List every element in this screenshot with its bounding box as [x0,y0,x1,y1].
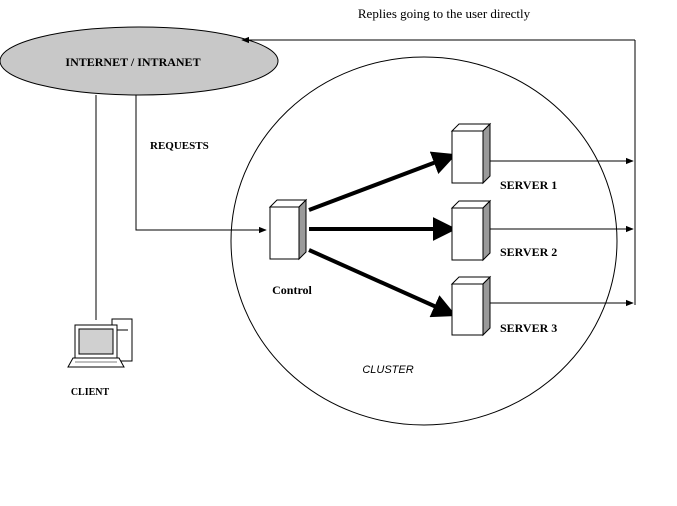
server-3: SERVER 3 [450,275,634,337]
dispatch-arrow-server-3 [308,248,457,318]
desktop-computer-icon [67,318,133,368]
server-1-label: SERVER 1 [500,178,557,192]
cluster-label: CLUSTER [362,364,413,376]
internet-label: INTERNET / INTRANET [65,55,200,69]
control-label: Control [272,283,312,297]
server-3-label: SERVER 3 [500,321,557,335]
server-tower-icon [450,275,492,337]
server-2: SERVER 2 [450,199,634,262]
replies-caption: Replies going to the user directly [358,6,531,21]
requests-arrow [135,95,267,234]
server-tower-icon [450,122,492,185]
client-label: CLIENT [71,387,110,398]
server-tower-icon [450,199,492,262]
server-tower-icon [268,198,308,261]
server-1: SERVER 1 [450,122,634,192]
requests-label: REQUESTS [150,140,209,152]
server-2-label: SERVER 2 [500,245,557,259]
dispatch-arrow-server-1 [308,151,457,212]
cluster-boundary [230,56,618,426]
internet-cloud [0,26,279,96]
